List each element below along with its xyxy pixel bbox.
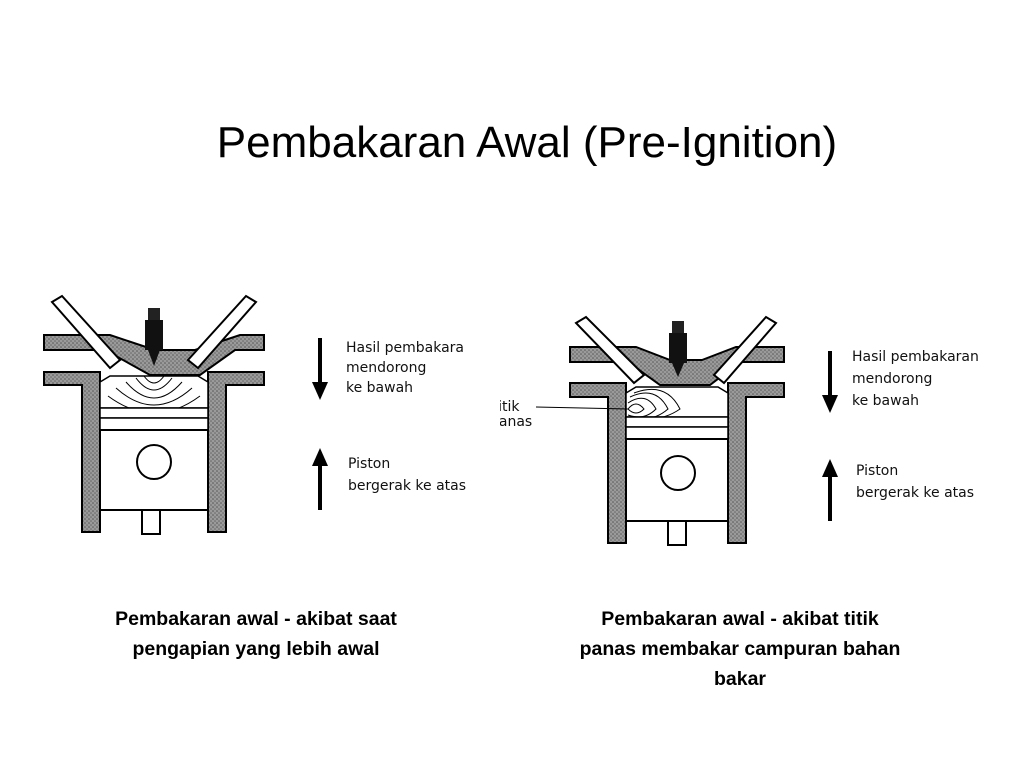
engine-cylinder-illustration: Titik panas Hasil pembakaran mendorong k… xyxy=(500,315,980,546)
arrow-up-icon xyxy=(312,448,328,510)
caption-line: Pembakaran awal - akibat titik xyxy=(601,608,879,630)
spark-plug xyxy=(145,308,163,366)
label-piston-moves-up: Piston bergerak ke atas xyxy=(348,456,466,494)
connecting-rod xyxy=(667,520,687,546)
exhaust-valve xyxy=(712,315,778,385)
label-combustion-pushes-down: Hasil pembakara mendorong ke bawah xyxy=(346,340,468,396)
label-piston-moves-up: Piston bergerak ke atas xyxy=(856,463,974,501)
arrow-down-icon xyxy=(312,338,328,400)
piston-pin xyxy=(136,444,172,480)
spark-plug xyxy=(669,321,687,377)
label-combustion-pushes-down: Hasil pembakaran mendorong ke bawah xyxy=(852,349,980,409)
slide-title: Pembakaran Awal (Pre-Ignition) xyxy=(216,118,838,167)
intake-valve xyxy=(574,315,646,385)
caption-line: Pembakaran awal - akibat saat xyxy=(115,608,397,630)
hotspot-leader-line xyxy=(535,406,629,410)
caption-line: bakar xyxy=(713,668,767,690)
intake-valve xyxy=(50,294,122,370)
piston-pin xyxy=(660,455,696,491)
cylinder-wall-left xyxy=(569,382,627,544)
cylinder-wall-right xyxy=(727,382,785,544)
engine-diagram-spark-advance: Hasil pembakara mendorong ke bawah Pisto… xyxy=(20,290,500,550)
arrow-up-icon xyxy=(822,459,838,521)
caption-line: pengapian yang lebih awal xyxy=(132,638,380,660)
engine-cylinder-illustration: Hasil pembakara mendorong ke bawah Pisto… xyxy=(43,294,468,535)
cylinder-wall-right xyxy=(207,371,265,533)
connecting-rod xyxy=(141,509,161,535)
engine-diagram-hot-spot: Titik panas Hasil pembakaran mendorong k… xyxy=(500,305,980,565)
exhaust-valve xyxy=(186,294,258,370)
caption-hot-spot: Pembakaran awal - akibat titik panas mem… xyxy=(520,604,960,694)
cylinder-wall-left xyxy=(43,371,101,533)
label-hot-spot: Titik panas xyxy=(500,399,532,430)
caption-line: panas membakar campuran bahan xyxy=(579,638,901,660)
arrow-down-icon xyxy=(822,351,838,413)
caption-spark-advance: Pembakaran awal - akibat saat pengapian … xyxy=(56,604,456,664)
